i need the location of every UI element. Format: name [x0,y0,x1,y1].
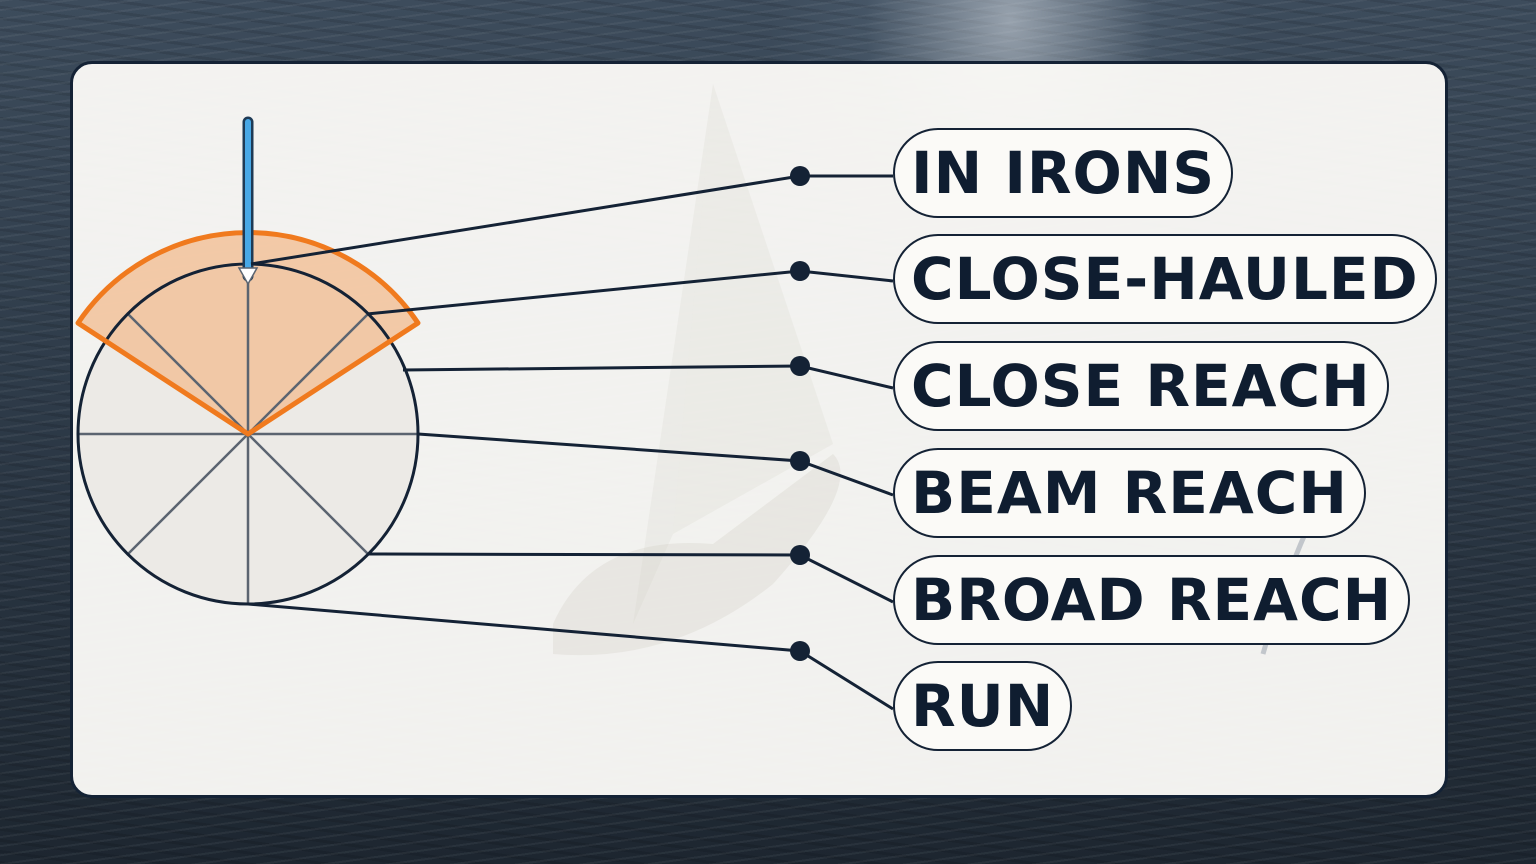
label-close-hauled-text: CLOSE-HAULED [911,245,1419,313]
leader-close-reach [402,364,894,390]
connector-dot-broad-reach [790,545,810,565]
leader-beam-reach [417,432,894,497]
diagram-card: IN IRONS CLOSE-HAULED CLOSE REACH BEAM R… [70,61,1448,798]
label-in-irons: IN IRONS [893,128,1234,218]
points-of-sail-diagram [75,116,894,711]
connector-dot-close-reach [790,356,810,376]
connector-dot-close-hauled [790,261,810,281]
label-run: RUN [893,661,1073,751]
leader-broad-reach [367,552,894,604]
wind-arrow-icon [237,116,259,286]
connector-dot-beam-reach [790,451,810,471]
label-broad-reach: BROAD REACH [893,555,1411,645]
label-close-reach-text: CLOSE REACH [911,352,1371,420]
connector-dot-in-irons [790,166,810,186]
label-broad-reach-text: BROAD REACH [911,566,1393,634]
label-run-text: RUN [911,672,1055,740]
label-beam-reach: BEAM REACH [893,448,1366,538]
label-beam-reach-text: BEAM REACH [911,459,1348,527]
connector-dot-run [790,641,810,661]
leader-close-hauled [366,269,894,316]
label-in-irons-text: IN IRONS [911,139,1216,207]
leader-in-irons [250,174,893,266]
label-close-hauled: CLOSE-HAULED [893,234,1437,324]
label-close-reach: CLOSE REACH [893,341,1389,431]
